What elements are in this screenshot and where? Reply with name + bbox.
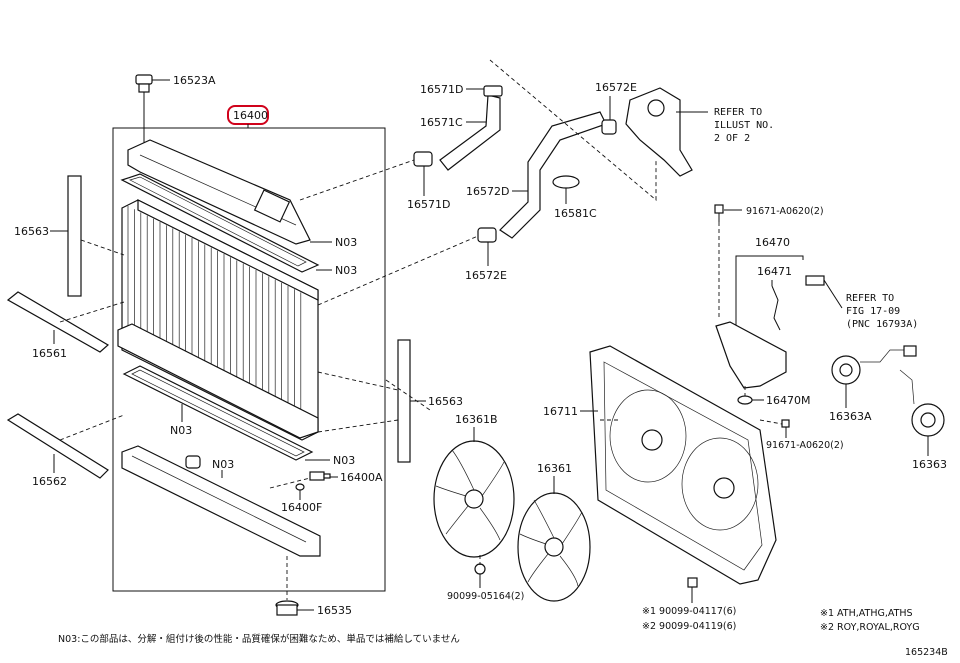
clamp-16571D[interactable] [413, 151, 433, 167]
water-outlet-housing [625, 87, 693, 177]
footnote-n03: N03:この部品は、分解・組付け後の性能・品質確保が困難なため、単品では補給して… [58, 633, 460, 645]
label-16363A[interactable]: 16363A [829, 410, 872, 423]
seal-16563-right[interactable] [397, 339, 411, 463]
clamp-16572E-bottom[interactable] [477, 227, 497, 243]
label-16571D-top[interactable]: 16571D [420, 83, 463, 96]
lower-tank [121, 445, 321, 557]
label-16470[interactable]: 16470 [755, 236, 790, 249]
fan-16361[interactable] [517, 492, 591, 602]
label-16572E-top[interactable]: 16572E [595, 81, 637, 94]
clamp-16581C[interactable] [552, 175, 580, 189]
label-n03-b[interactable]: N03 [335, 264, 357, 277]
cap-16470M[interactable] [737, 395, 753, 405]
label-16572D[interactable]: 16572D [466, 185, 509, 198]
label-refer-illust-1: REFER TO [714, 107, 762, 118]
bolt-91671-top[interactable] [714, 204, 724, 222]
upper-gasket [120, 173, 320, 273]
label-16363[interactable]: 16363 [912, 458, 947, 471]
label-16400[interactable]: 16400 [233, 109, 268, 122]
label-16563-left[interactable]: 16563 [14, 225, 49, 238]
label-16470M[interactable]: 16470M [766, 394, 810, 407]
seal-16561[interactable] [6, 291, 110, 353]
seal-16563-left[interactable] [67, 175, 82, 297]
label-refer-illust-2: ILLUST NO. [714, 120, 774, 131]
diagram-id: 165234B [905, 647, 948, 658]
label-16535[interactable]: 16535 [317, 604, 352, 617]
label-91671-top[interactable]: 91671-A0620(2) [746, 206, 824, 217]
label-16523A[interactable]: 16523A [173, 74, 216, 87]
fan-motor-16363[interactable] [899, 369, 945, 437]
label-16471[interactable]: 16471 [757, 265, 792, 278]
reservoir-tank-16470[interactable] [715, 321, 787, 389]
fan-motor-16363A[interactable] [831, 345, 917, 385]
label-refer-fig-3: (PNC 16793A) [846, 319, 918, 330]
upper-hose-16571C[interactable] [439, 85, 503, 171]
label-90099-04117[interactable]: ※1 90099-04117(6) [642, 606, 736, 617]
label-16711[interactable]: 16711 [543, 405, 578, 418]
seal-16562[interactable] [6, 413, 109, 479]
label-16361[interactable]: 16361 [537, 462, 572, 475]
o-ring-16400F[interactable] [295, 483, 305, 491]
bolt-90099-041xx[interactable] [687, 577, 698, 603]
label-16581C[interactable]: 16581C [554, 207, 597, 220]
label-16571C[interactable]: 16571C [420, 116, 463, 129]
label-refer-illust-3: 2 OF 2 [714, 133, 750, 144]
clamp-16572E-top[interactable] [601, 119, 617, 135]
note-2: ※2 ROY,ROYAL,ROYG [820, 622, 920, 633]
drain-cock-16400A[interactable] [309, 471, 331, 481]
radiator-assembly-frame [112, 127, 386, 592]
label-16561[interactable]: 16561 [32, 347, 67, 360]
refer-fig-arrow [805, 275, 825, 286]
label-16563-right[interactable]: 16563 [428, 395, 463, 408]
label-refer-fig-2: FIG 17-09 [846, 306, 900, 317]
label-90099-05164[interactable]: 90099-05164(2) [447, 591, 524, 602]
label-16572E-bot[interactable]: 16572E [465, 269, 507, 282]
label-16400F[interactable]: 16400F [281, 501, 322, 514]
nut-90099-05164[interactable] [474, 563, 486, 575]
label-n03-c[interactable]: N03 [170, 424, 192, 437]
label-n03-a[interactable]: N03 [335, 236, 357, 249]
reservoir-hose-16471[interactable] [771, 285, 781, 331]
upper-tank [127, 139, 311, 245]
radiator-cap-16523A[interactable] [135, 74, 153, 145]
label-refer-fig-1: REFER TO [846, 293, 894, 304]
radiator-core [117, 199, 319, 441]
note-1: ※1 ATH,ATHG,ATHS [820, 608, 913, 619]
lower-gasket [122, 365, 314, 461]
label-n03-e[interactable]: N03 [212, 458, 234, 471]
bolt-91671-bottom[interactable] [781, 419, 790, 428]
label-n03-d[interactable]: N03 [333, 454, 355, 467]
label-16361B[interactable]: 16361B [455, 413, 498, 426]
label-16571D-bot[interactable]: 16571D [407, 198, 450, 211]
label-90099-04119[interactable]: ※2 90099-04119(6) [642, 621, 736, 632]
label-91671-bot[interactable]: 91671-A0620(2) [766, 440, 844, 451]
plug-16535[interactable] [275, 556, 299, 616]
fan-shroud-16711[interactable] [589, 345, 777, 585]
lower-hose-16572D[interactable] [499, 111, 607, 239]
label-16562[interactable]: 16562 [32, 475, 67, 488]
fan-16361B[interactable] [433, 440, 515, 558]
label-16400A[interactable]: 16400A [340, 471, 383, 484]
